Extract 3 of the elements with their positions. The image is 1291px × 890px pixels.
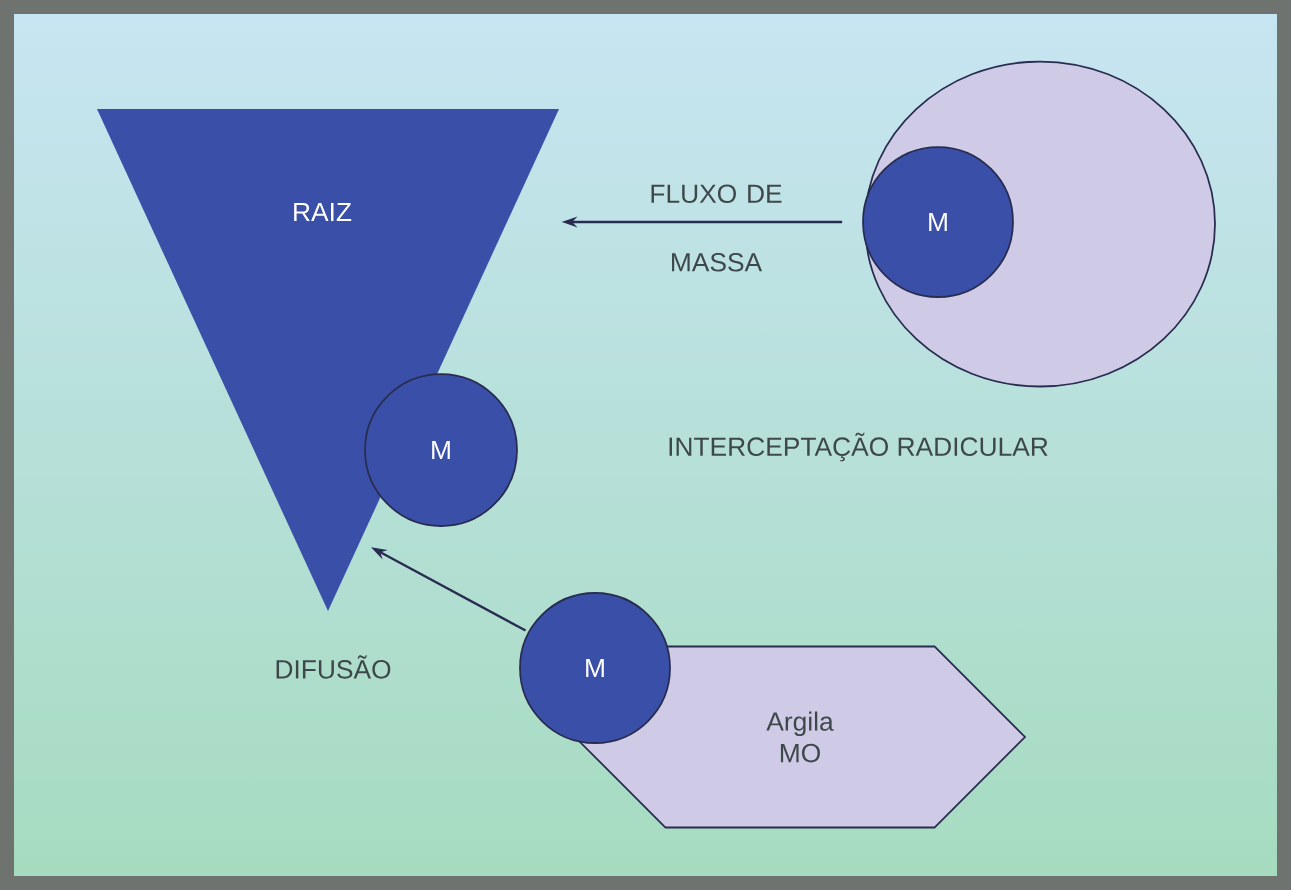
edge-label: FLUXO DE MASSA — [651, 184, 782, 272]
caption-text: INTERCEPTAÇÃO RADICULAR — [669, 432, 1048, 462]
caption-text: DIFUSÃO — [276, 655, 391, 679]
